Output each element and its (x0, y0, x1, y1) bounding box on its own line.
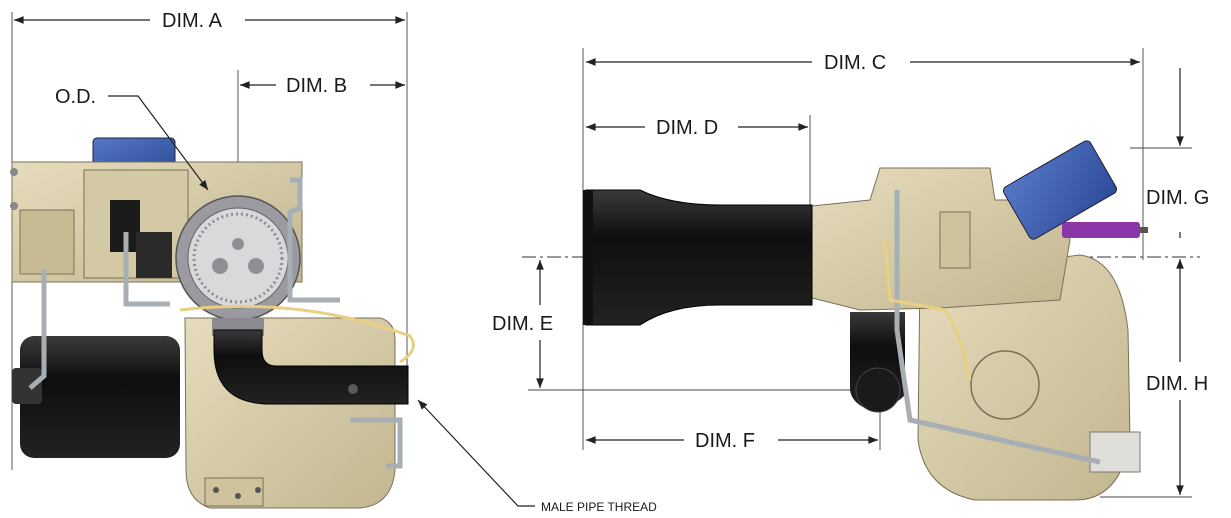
motor-front (20, 336, 180, 458)
gas-connector-box (1089, 431, 1141, 473)
od-label: O.D. (55, 86, 96, 108)
dim-a-label: DIM. A (162, 10, 223, 32)
blower-housing-side (917, 254, 1131, 501)
dim-e-label: DIM. E (492, 313, 553, 335)
front-view-burner-drawing: DIM. A DIM. B O.D. MALE PIPE THREAD (10, 10, 657, 514)
dim-g-label: DIM. G (1146, 187, 1209, 209)
male-pipe-thread-label: MALE PIPE THREAD (541, 500, 657, 514)
flange-face (187, 207, 289, 309)
dim-b-label: DIM. B (286, 75, 347, 97)
dim-d-label: DIM. D (656, 117, 718, 139)
dim-h-label: DIM. H (1146, 373, 1208, 395)
blast-tube (585, 189, 813, 326)
motor-endcap (12, 368, 42, 404)
purple-rod (1062, 222, 1140, 238)
side-view-burner-drawing: DIM. C DIM. D DIM. E DIM. F DIM. G DIM. … (492, 48, 1209, 501)
side-box (19, 209, 75, 275)
mount-foot (204, 477, 264, 507)
valve-body (136, 232, 172, 278)
bolt (10, 168, 18, 176)
actuator-side (1003, 140, 1117, 240)
gas-elbow-pipe (213, 329, 409, 405)
dim-c-label: DIM. C (824, 52, 886, 74)
dim-f-label: DIM. F (695, 430, 755, 452)
bolt (10, 202, 18, 210)
